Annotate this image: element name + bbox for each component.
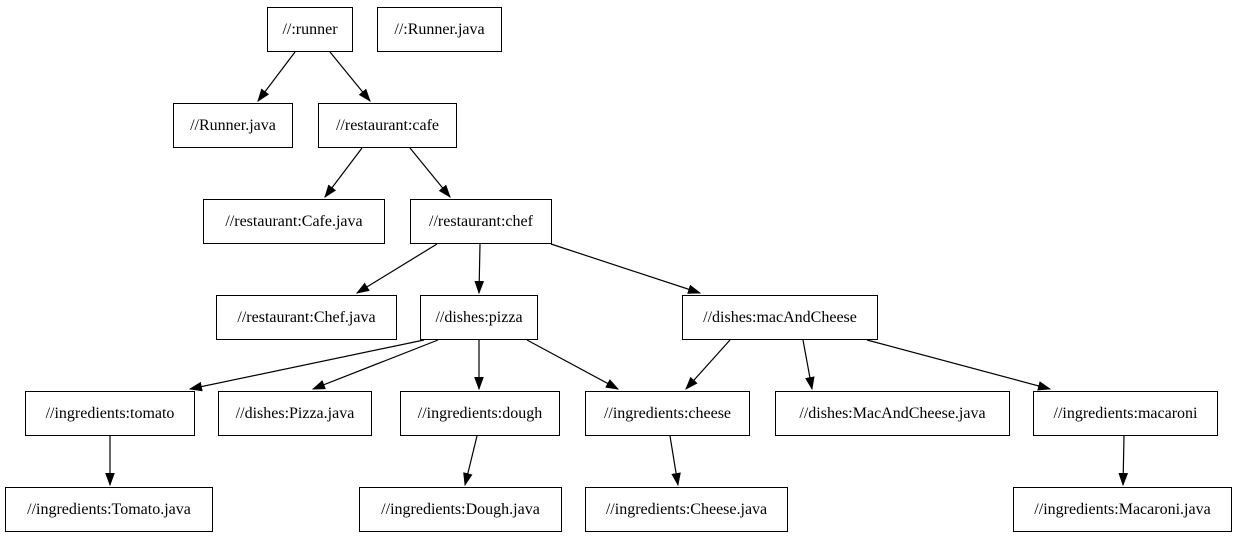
- edge-target-chef-to-file-chef-java: [355, 243, 438, 294]
- graph-node-file-cheese-java: //ingredients:Cheese.java: [585, 487, 788, 532]
- edge-target-cheese-to-file-cheese-java: [669, 435, 681, 487]
- edge-target-pizza-to-target-cheese: [526, 339, 620, 390]
- graph-node-file-colon-runner-java: //:Runner.java: [377, 7, 502, 52]
- edge-target-dough-to-file-dough-java: [463, 435, 478, 487]
- graph-node-target-chef: //restaurant:chef: [410, 199, 552, 244]
- edge-target-cafe-to-file-cafe-java: [324, 147, 363, 198]
- graph-node-target-dough: //ingredients:dough: [400, 391, 560, 436]
- graph-node-target-macaroni: //ingredients:macaroni: [1033, 391, 1218, 436]
- graph-node-target-runner: //:runner: [267, 7, 353, 52]
- graph-node-file-tomato-java: //ingredients:Tomato.java: [5, 487, 213, 532]
- edge-target-macaroni-to-file-macaroni-java: [1118, 435, 1129, 487]
- graph-node-file-dough-java: //ingredients:Dough.java: [359, 487, 562, 532]
- graph-node-file-macaroni-java: //ingredients:Macaroni.java: [1013, 487, 1232, 532]
- graph-node-file-macandcheese-java: //dishes:MacAndCheese.java: [775, 391, 1010, 436]
- graph-node-file-cafe-java: //restaurant:Cafe.java: [203, 199, 385, 244]
- edge-target-macandcheese-to-target-cheese: [685, 339, 731, 390]
- graph-node-target-pizza: //dishes:pizza: [420, 295, 538, 340]
- edge-target-pizza-to-target-tomato: [188, 339, 425, 392]
- edge-target-macandcheese-to-file-macandcheese-java: [802, 339, 815, 391]
- edge-target-pizza-to-file-pizza-java: [311, 339, 439, 390]
- edge-target-runner-to-file-runner-java: [257, 51, 296, 102]
- edge-target-runner-to-target-cafe: [329, 51, 371, 102]
- edge-target-macandcheese-to-target-macaroni: [866, 339, 1052, 391]
- graph-node-target-cheese: //ingredients:cheese: [585, 391, 750, 436]
- graph-node-target-tomato: //ingredients:tomato: [25, 391, 195, 436]
- graph-node-target-cafe: //restaurant:cafe: [318, 103, 457, 148]
- edge-target-chef-to-target-macandcheese: [550, 243, 702, 294]
- graph-node-target-macandcheese: //dishes:macAndCheese: [682, 295, 878, 340]
- edge-target-cafe-to-target-chef: [409, 147, 451, 198]
- graph-node-file-runner-java: //Runner.java: [173, 103, 293, 148]
- edge-target-chef-to-target-pizza: [474, 243, 485, 295]
- graph-node-file-chef-java: //restaurant:Chef.java: [216, 295, 397, 340]
- graph-node-file-pizza-java: //dishes:Pizza.java: [218, 391, 372, 436]
